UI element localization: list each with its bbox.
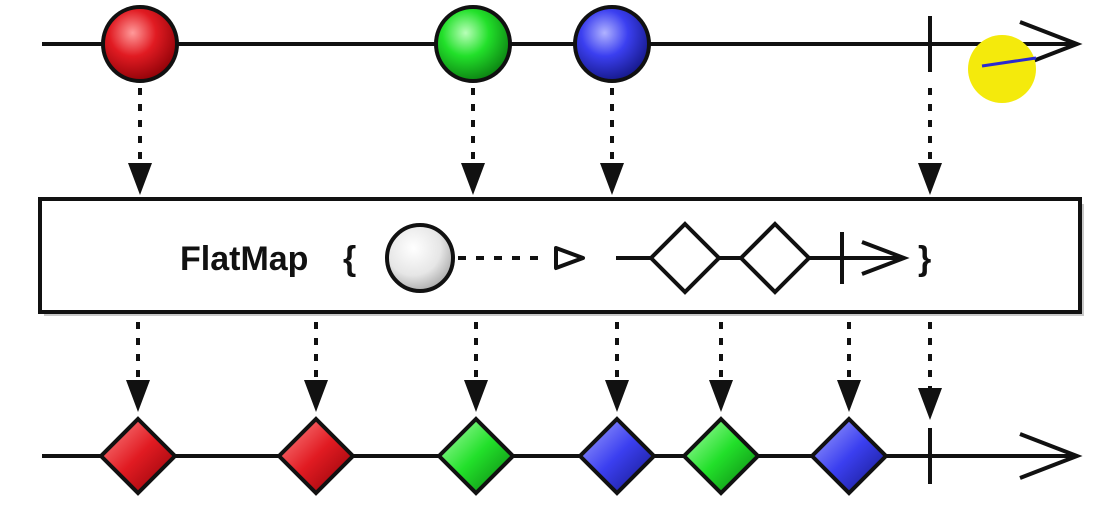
operator-box: FlatMap { } (38, 197, 1084, 316)
source-timeline-arrowhead (1019, 20, 1083, 68)
source-arrow-2 (461, 88, 485, 195)
completion-arrow-top (918, 88, 942, 195)
output-arrow-6 (837, 322, 861, 412)
source-marble-blue (573, 5, 651, 83)
source-marble-green (434, 5, 512, 83)
operator-name: FlatMap (180, 240, 308, 278)
operator-close-brace: } (918, 240, 931, 278)
output-marble-blue (577, 416, 657, 496)
completion-arrow-bottom (918, 322, 942, 420)
output-arrow-2 (304, 322, 328, 412)
output-marble-red (276, 416, 356, 496)
inner-output-diamond-1 (648, 221, 722, 295)
operator-to-output-arrows (126, 322, 942, 420)
inner-arrow-head-icon (554, 246, 585, 270)
output-marble-red (98, 416, 178, 496)
inner-stream-arrowhead (861, 240, 910, 276)
source-arrow-1 (128, 88, 152, 195)
source-marble-red (101, 5, 179, 83)
source-to-operator-arrows (128, 88, 942, 195)
inner-input-marble (385, 223, 455, 293)
source-marbles (101, 5, 651, 83)
output-marble-blue (809, 416, 889, 496)
output-timeline-arrowhead (1019, 432, 1083, 480)
output-marbles (98, 416, 889, 496)
output-arrow-4 (605, 322, 629, 412)
cursor-halo (968, 35, 1036, 103)
output-marble-green (436, 416, 516, 496)
inner-output-diamond-2 (738, 221, 812, 295)
output-arrow-5 (709, 322, 733, 412)
output-timeline (42, 416, 1083, 496)
source-timeline (42, 5, 1083, 83)
output-arrow-1 (126, 322, 150, 412)
output-marble-green (681, 416, 761, 496)
cursor-pointer-icon (981, 56, 1037, 68)
operator-open-brace: { (343, 240, 356, 278)
cursor-highlight (968, 35, 1037, 103)
source-arrow-3 (600, 88, 624, 195)
output-arrow-3 (464, 322, 488, 412)
